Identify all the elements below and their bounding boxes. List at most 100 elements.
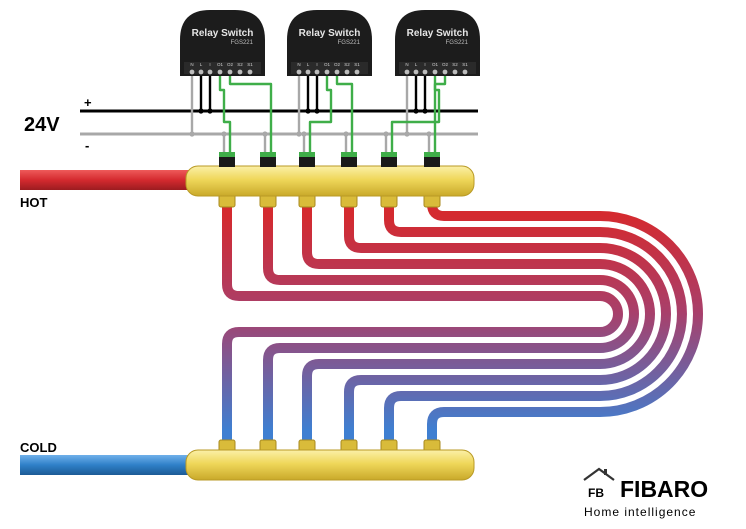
relay-title: Relay Switch	[407, 28, 469, 39]
cold-inlet-pipe	[20, 455, 192, 475]
relay-pin-label: L	[307, 62, 310, 67]
wire-junction	[189, 131, 195, 137]
relay-body	[287, 10, 372, 76]
wire-junction	[262, 131, 268, 137]
relay-pin-label: O1	[217, 62, 224, 67]
relay-terminal-screw	[404, 69, 410, 75]
relay-2-o2-wire	[335, 76, 354, 152]
hot-inlet-pipe	[20, 170, 192, 190]
relay-terminal-screw	[217, 69, 223, 75]
hot-label: HOT	[20, 195, 48, 210]
wire-junction	[207, 108, 213, 114]
relay-terminal-screw	[344, 69, 350, 75]
relay-pin-label: L	[415, 62, 418, 67]
relay-pin-label: O2	[227, 62, 234, 67]
relay-pin-label: O2	[334, 62, 341, 67]
heating-loop-3	[302, 198, 655, 450]
heating-loops	[222, 198, 703, 450]
relay-pin-label: I	[316, 62, 317, 67]
valve-actuator-5	[381, 152, 397, 167]
relay-terminal-screw	[314, 69, 320, 75]
relay-pin-label: N	[405, 62, 408, 67]
relay-terminal-screw	[189, 69, 195, 75]
relay-terminal-screw	[247, 69, 253, 75]
wire-junction	[343, 131, 349, 137]
valve-actuator-2	[260, 152, 276, 167]
valve-actuator-4	[341, 152, 357, 167]
relay-terminal-screw	[237, 69, 243, 75]
heating-loop-6	[427, 198, 703, 450]
valve-actuator-3	[299, 152, 315, 167]
relay-model: FGS221	[231, 40, 254, 46]
relay-pin-label: S2	[237, 62, 243, 67]
heating-loop-5	[384, 198, 687, 450]
wire-junction	[404, 131, 410, 137]
relay-pin-label: N	[190, 62, 193, 67]
relay-terminal-screw	[442, 69, 448, 75]
plus-label: +	[84, 95, 92, 110]
relay-pin-label: O2	[442, 62, 449, 67]
relay-terminal-screw	[207, 69, 213, 75]
relay-1-o1-wire	[218, 76, 232, 152]
minus-label: -	[85, 138, 89, 153]
cold-label: COLD	[20, 440, 57, 455]
heating-loop-2	[263, 198, 639, 450]
relay-title: Relay Switch	[299, 28, 361, 39]
relay-wires	[189, 76, 447, 152]
wire-junction	[198, 108, 204, 114]
relay-model: FGS221	[338, 40, 361, 46]
fibaro-brand: FIBARO	[620, 476, 708, 502]
relay-terminal-screw	[452, 69, 458, 75]
relay-pin-label: S2	[452, 62, 458, 67]
relay-terminal-screw	[227, 69, 233, 75]
relay-model: FGS221	[446, 40, 469, 46]
valve-actuators	[219, 152, 440, 167]
relay-pin-label: I	[209, 62, 210, 67]
wire-junction	[413, 108, 419, 114]
fibaro-mark: FB	[588, 486, 604, 500]
valve-actuator-1	[219, 152, 235, 167]
relay-pin-label: L	[200, 62, 203, 67]
relay-terminal-screw	[296, 69, 302, 75]
relay-pin-label: I	[424, 62, 425, 67]
fibaro-logo: FB FIBARO Home intelligence	[583, 467, 708, 519]
relay-terminal-screw	[198, 69, 204, 75]
wire-junction	[383, 131, 389, 137]
wire-junction	[305, 108, 311, 114]
relay-pin-label: N	[297, 62, 300, 67]
fibaro-house-icon: FB	[583, 467, 615, 500]
relay-pin-label: O1	[324, 62, 331, 67]
wire-junction	[301, 131, 307, 137]
relay-3-o2-wire	[433, 76, 447, 152]
relay-pin-label: O1	[432, 62, 439, 67]
relay-terminal-screw	[324, 69, 330, 75]
relay-1-o2-wire	[228, 76, 273, 152]
wire-junction	[422, 108, 428, 114]
wire-junction	[426, 131, 432, 137]
valve-actuator-6	[424, 152, 440, 167]
relay-pin-label: S1	[247, 62, 253, 67]
relay-terminal-screw	[422, 69, 428, 75]
relay-title: Relay Switch	[192, 28, 254, 39]
voltage-label: 24V	[24, 114, 60, 136]
relay-pin-label: S1	[462, 62, 468, 67]
relay-pin-label: S1	[354, 62, 360, 67]
relay-pin-label: S2	[344, 62, 350, 67]
relay-terminal-screw	[334, 69, 340, 75]
relay-terminal-screw	[432, 69, 438, 75]
cold-manifold	[185, 449, 475, 481]
relay-terminal-screw	[462, 69, 468, 75]
fibaro-tagline: Home intelligence	[584, 505, 696, 519]
relay-terminal-screw	[354, 69, 360, 75]
heating-loop-1	[222, 198, 623, 450]
hot-manifold	[185, 165, 475, 197]
relay-terminal-screw	[413, 69, 419, 75]
relay-body	[395, 10, 480, 76]
relay-body	[180, 10, 265, 76]
